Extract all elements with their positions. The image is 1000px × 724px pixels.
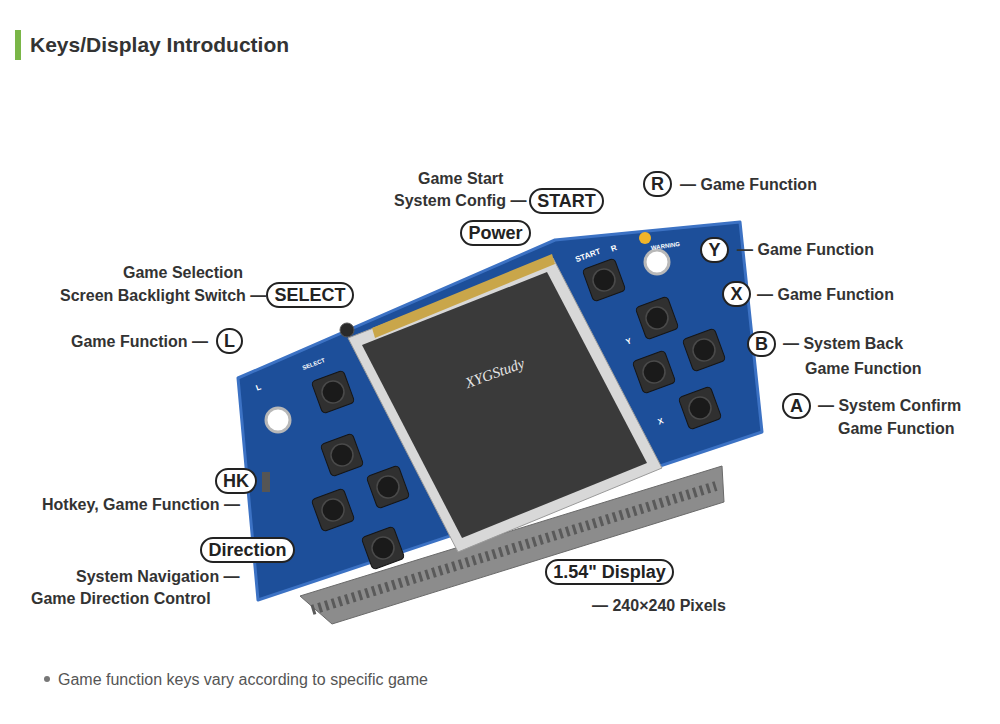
callout-text: — 240×240 Pixels xyxy=(592,596,726,615)
key-callout: HK xyxy=(215,468,257,494)
key-name: Power xyxy=(468,224,522,242)
key-cap xyxy=(690,336,718,364)
key-base xyxy=(582,258,626,302)
callout-text: Hotkey, Game Function — xyxy=(42,495,240,514)
key-cap xyxy=(328,441,356,469)
key-base xyxy=(320,433,364,477)
key-cap xyxy=(369,534,397,562)
key-base xyxy=(682,328,726,372)
key-name: 1.54" Display xyxy=(553,563,666,581)
key-callout: B xyxy=(747,331,776,357)
callout-text: Game Function — xyxy=(71,332,208,351)
callout-text: — System Confirm xyxy=(818,396,961,415)
mounting-hole xyxy=(645,250,669,274)
side-button xyxy=(262,472,270,492)
key-name: B xyxy=(755,335,768,353)
callout-text: — System Back xyxy=(783,334,903,353)
callout-text: — Game Function xyxy=(680,175,817,194)
key-callout: A xyxy=(782,393,811,419)
key-base xyxy=(635,296,679,340)
key-name: Y xyxy=(708,241,720,259)
key-callout: Direction xyxy=(200,537,295,563)
key-base xyxy=(366,465,410,509)
key-cap xyxy=(319,378,347,406)
key-callout: SELECT xyxy=(266,282,354,308)
key-callout: Power xyxy=(460,220,531,246)
screen-bezel xyxy=(348,258,662,552)
key-callout: R xyxy=(643,171,672,197)
key-callout: X xyxy=(722,281,751,307)
tact-key xyxy=(361,526,405,570)
key-callout: START xyxy=(529,188,604,214)
key-name: Direction xyxy=(208,541,286,559)
key-callout: L xyxy=(216,328,243,354)
tact-key xyxy=(320,433,364,477)
key-cap xyxy=(319,496,347,524)
key-callout: 1.54" Display xyxy=(545,559,674,585)
callout-text: Game Start xyxy=(418,169,503,188)
key-cap xyxy=(643,304,671,332)
tact-key xyxy=(311,488,355,532)
mounting-hole xyxy=(266,408,290,432)
callout-text: System Navigation — xyxy=(76,567,240,586)
key-name: HK xyxy=(223,472,249,490)
callout-text: Game Selection xyxy=(123,263,243,282)
callout-text: Screen Backlight Switch — xyxy=(60,286,266,305)
footnote: Game function keys vary according to spe… xyxy=(58,670,428,689)
key-group xyxy=(311,258,726,570)
tact-key xyxy=(366,465,410,509)
callout-text: — Game Function xyxy=(737,240,874,259)
key-base xyxy=(632,350,676,394)
side-knob xyxy=(340,323,354,337)
screen-display xyxy=(362,272,647,538)
tact-key xyxy=(311,370,355,414)
key-name: START xyxy=(537,192,596,210)
page-title: Keys/Display Introduction xyxy=(30,32,289,57)
callout-text: Game Function xyxy=(838,419,954,438)
tact-key xyxy=(678,386,722,430)
led xyxy=(639,232,651,244)
key-cap xyxy=(590,266,618,294)
bullet xyxy=(44,676,50,682)
key-name: L xyxy=(224,332,235,350)
key-base xyxy=(311,370,355,414)
key-base xyxy=(678,386,722,430)
key-name: A xyxy=(790,397,803,415)
key-cap xyxy=(686,394,714,422)
key-name: SELECT xyxy=(274,286,345,304)
key-name: X xyxy=(730,285,742,303)
tact-key xyxy=(582,258,626,302)
key-base xyxy=(361,526,405,570)
pcb-board xyxy=(238,222,762,600)
title-bar xyxy=(15,30,21,60)
tact-key xyxy=(682,328,726,372)
tact-key xyxy=(635,296,679,340)
callout-text: System Config — xyxy=(394,191,526,210)
callout-text: Game Function xyxy=(805,359,921,378)
key-cap xyxy=(640,358,668,386)
tact-key xyxy=(632,350,676,394)
key-name: R xyxy=(651,175,664,193)
callout-text: — Game Function xyxy=(757,285,894,304)
key-cap xyxy=(374,473,402,501)
key-callout: Y xyxy=(700,237,729,263)
callout-text: Game Direction Control xyxy=(31,589,211,608)
key-base xyxy=(311,488,355,532)
